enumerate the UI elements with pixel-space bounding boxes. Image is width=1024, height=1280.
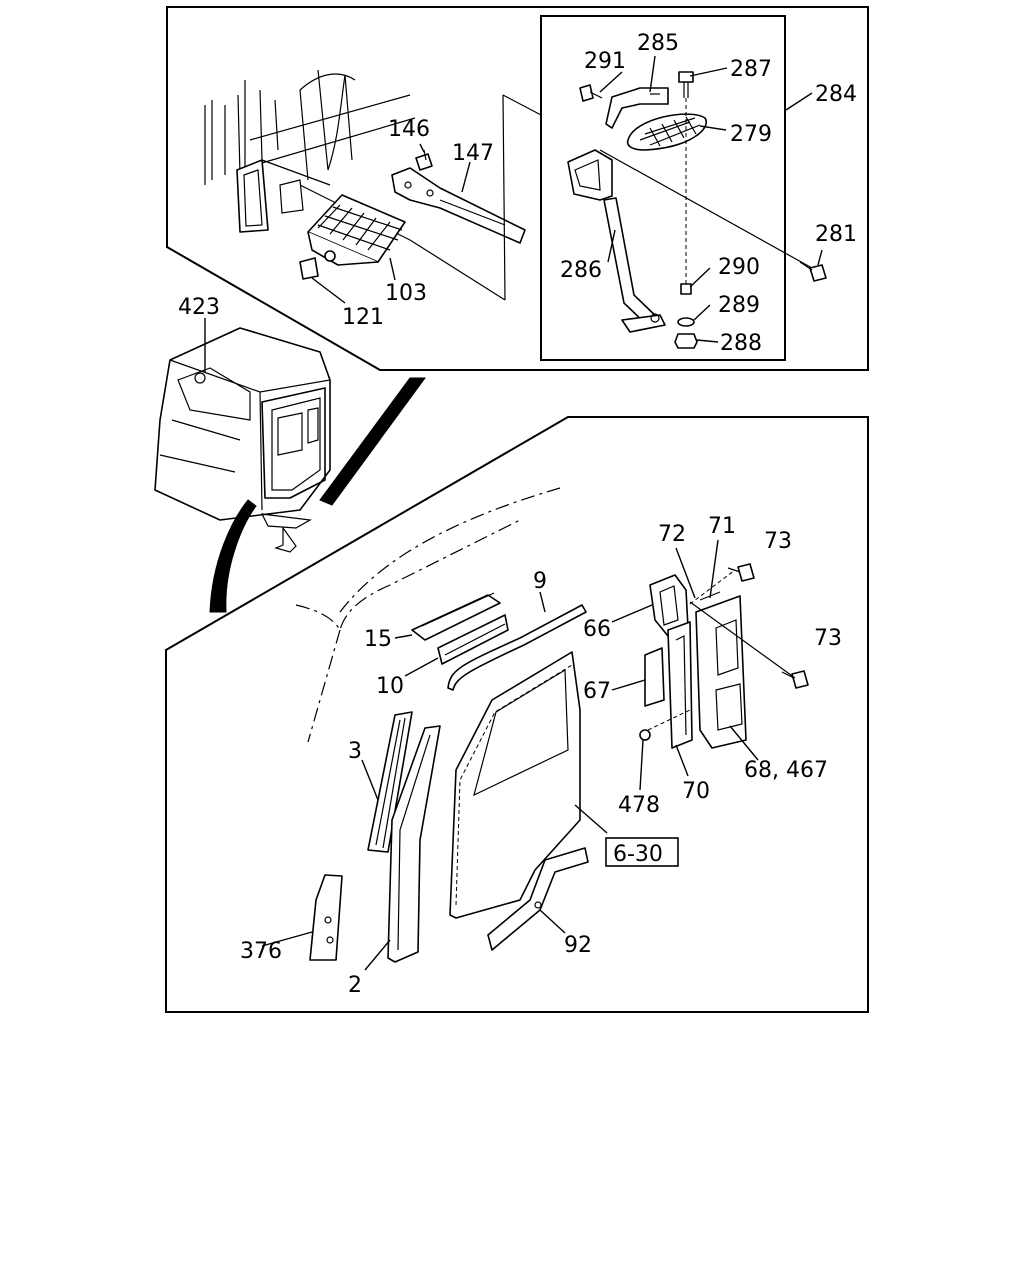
bolt-287: [678, 71, 694, 98]
callout-66: 66: [583, 617, 611, 642]
callout-sweep-lower: [209, 499, 257, 613]
leader-281-line: [599, 149, 813, 269]
cab-rear-section: [204, 69, 416, 241]
callout-68-467: 68, 467: [744, 758, 828, 783]
bolt-axis: [689, 601, 796, 679]
callout-291: 291: [584, 49, 626, 74]
callout-376: 376: [240, 939, 282, 964]
reference-label: 6-30: [613, 842, 663, 867]
callout-labels: 291 285 287 284 279 281 286 290 289 288 …: [178, 31, 857, 998]
callout-146: 146: [388, 117, 430, 142]
callout-289: 289: [718, 293, 760, 318]
pillar-3: [367, 711, 413, 853]
callout-147: 147: [452, 141, 494, 166]
callout-287: 287: [730, 57, 772, 82]
cab-overview: [154, 318, 426, 613]
reference-box: [605, 837, 679, 867]
callout-121: 121: [342, 305, 384, 330]
callout-288: 288: [720, 331, 762, 356]
callout-73-lower: 73: [814, 626, 842, 651]
header-rail-15: [411, 592, 501, 641]
callout-423: 423: [178, 295, 220, 320]
door-assembly: [449, 651, 581, 919]
callout-281: 281: [815, 222, 857, 247]
bolt-73-lower: [781, 670, 809, 689]
callout-10: 10: [376, 674, 404, 699]
pillar-2: [387, 725, 441, 963]
callout-286: 286: [560, 258, 602, 283]
callout-67: 67: [583, 679, 611, 704]
upper-panel-frame: [166, 6, 869, 371]
callout-279: 279: [730, 122, 772, 147]
roof-phantom: [295, 519, 521, 632]
bolt-281: [799, 261, 827, 282]
plug-478: [639, 729, 651, 741]
callout-70: 70: [682, 779, 710, 804]
callout-71: 71: [708, 514, 736, 539]
clip-121: [299, 257, 319, 280]
bolt-291: [579, 84, 603, 102]
weatherstrip-9: [447, 604, 587, 691]
stay-286: [567, 149, 666, 333]
callout-sweep-upper: [319, 377, 426, 506]
leader-lines: [261, 55, 823, 971]
callout-15: 15: [364, 627, 392, 652]
nut-288: [674, 333, 698, 349]
sill-92: [487, 847, 589, 951]
step-103: [307, 194, 406, 266]
callout-478: 478: [618, 793, 660, 818]
callout-290: 290: [718, 255, 760, 280]
callout-103: 103: [385, 281, 427, 306]
header-rail-10: [437, 614, 509, 665]
callout-72: 72: [658, 522, 686, 547]
washer-289: [677, 317, 695, 327]
roof-marker-423: [194, 372, 206, 384]
bolt-73-top: [727, 563, 755, 582]
lower-panel-frame: [165, 416, 869, 1013]
callout-2: 2: [348, 973, 362, 998]
upper-panel: [166, 6, 869, 371]
step-tread-279: [626, 113, 708, 151]
callout-9: 9: [533, 569, 547, 594]
rear-pillar-group: [639, 574, 747, 749]
bracket-285: [605, 87, 669, 129]
pillar-phantom: [307, 629, 341, 743]
callout-3: 3: [348, 739, 362, 764]
bolt-146: [415, 149, 433, 171]
callout-285: 285: [637, 31, 679, 56]
roof-phantom-2: [339, 487, 561, 613]
step-detail-box: [540, 15, 786, 361]
collar-290: [680, 283, 692, 295]
bracket-147: [391, 167, 526, 244]
callout-73-top: 73: [764, 529, 792, 554]
fastener: [324, 250, 336, 262]
callout-284: 284: [815, 82, 857, 107]
callout-92: 92: [564, 933, 592, 958]
lower-panel: [165, 416, 869, 1013]
